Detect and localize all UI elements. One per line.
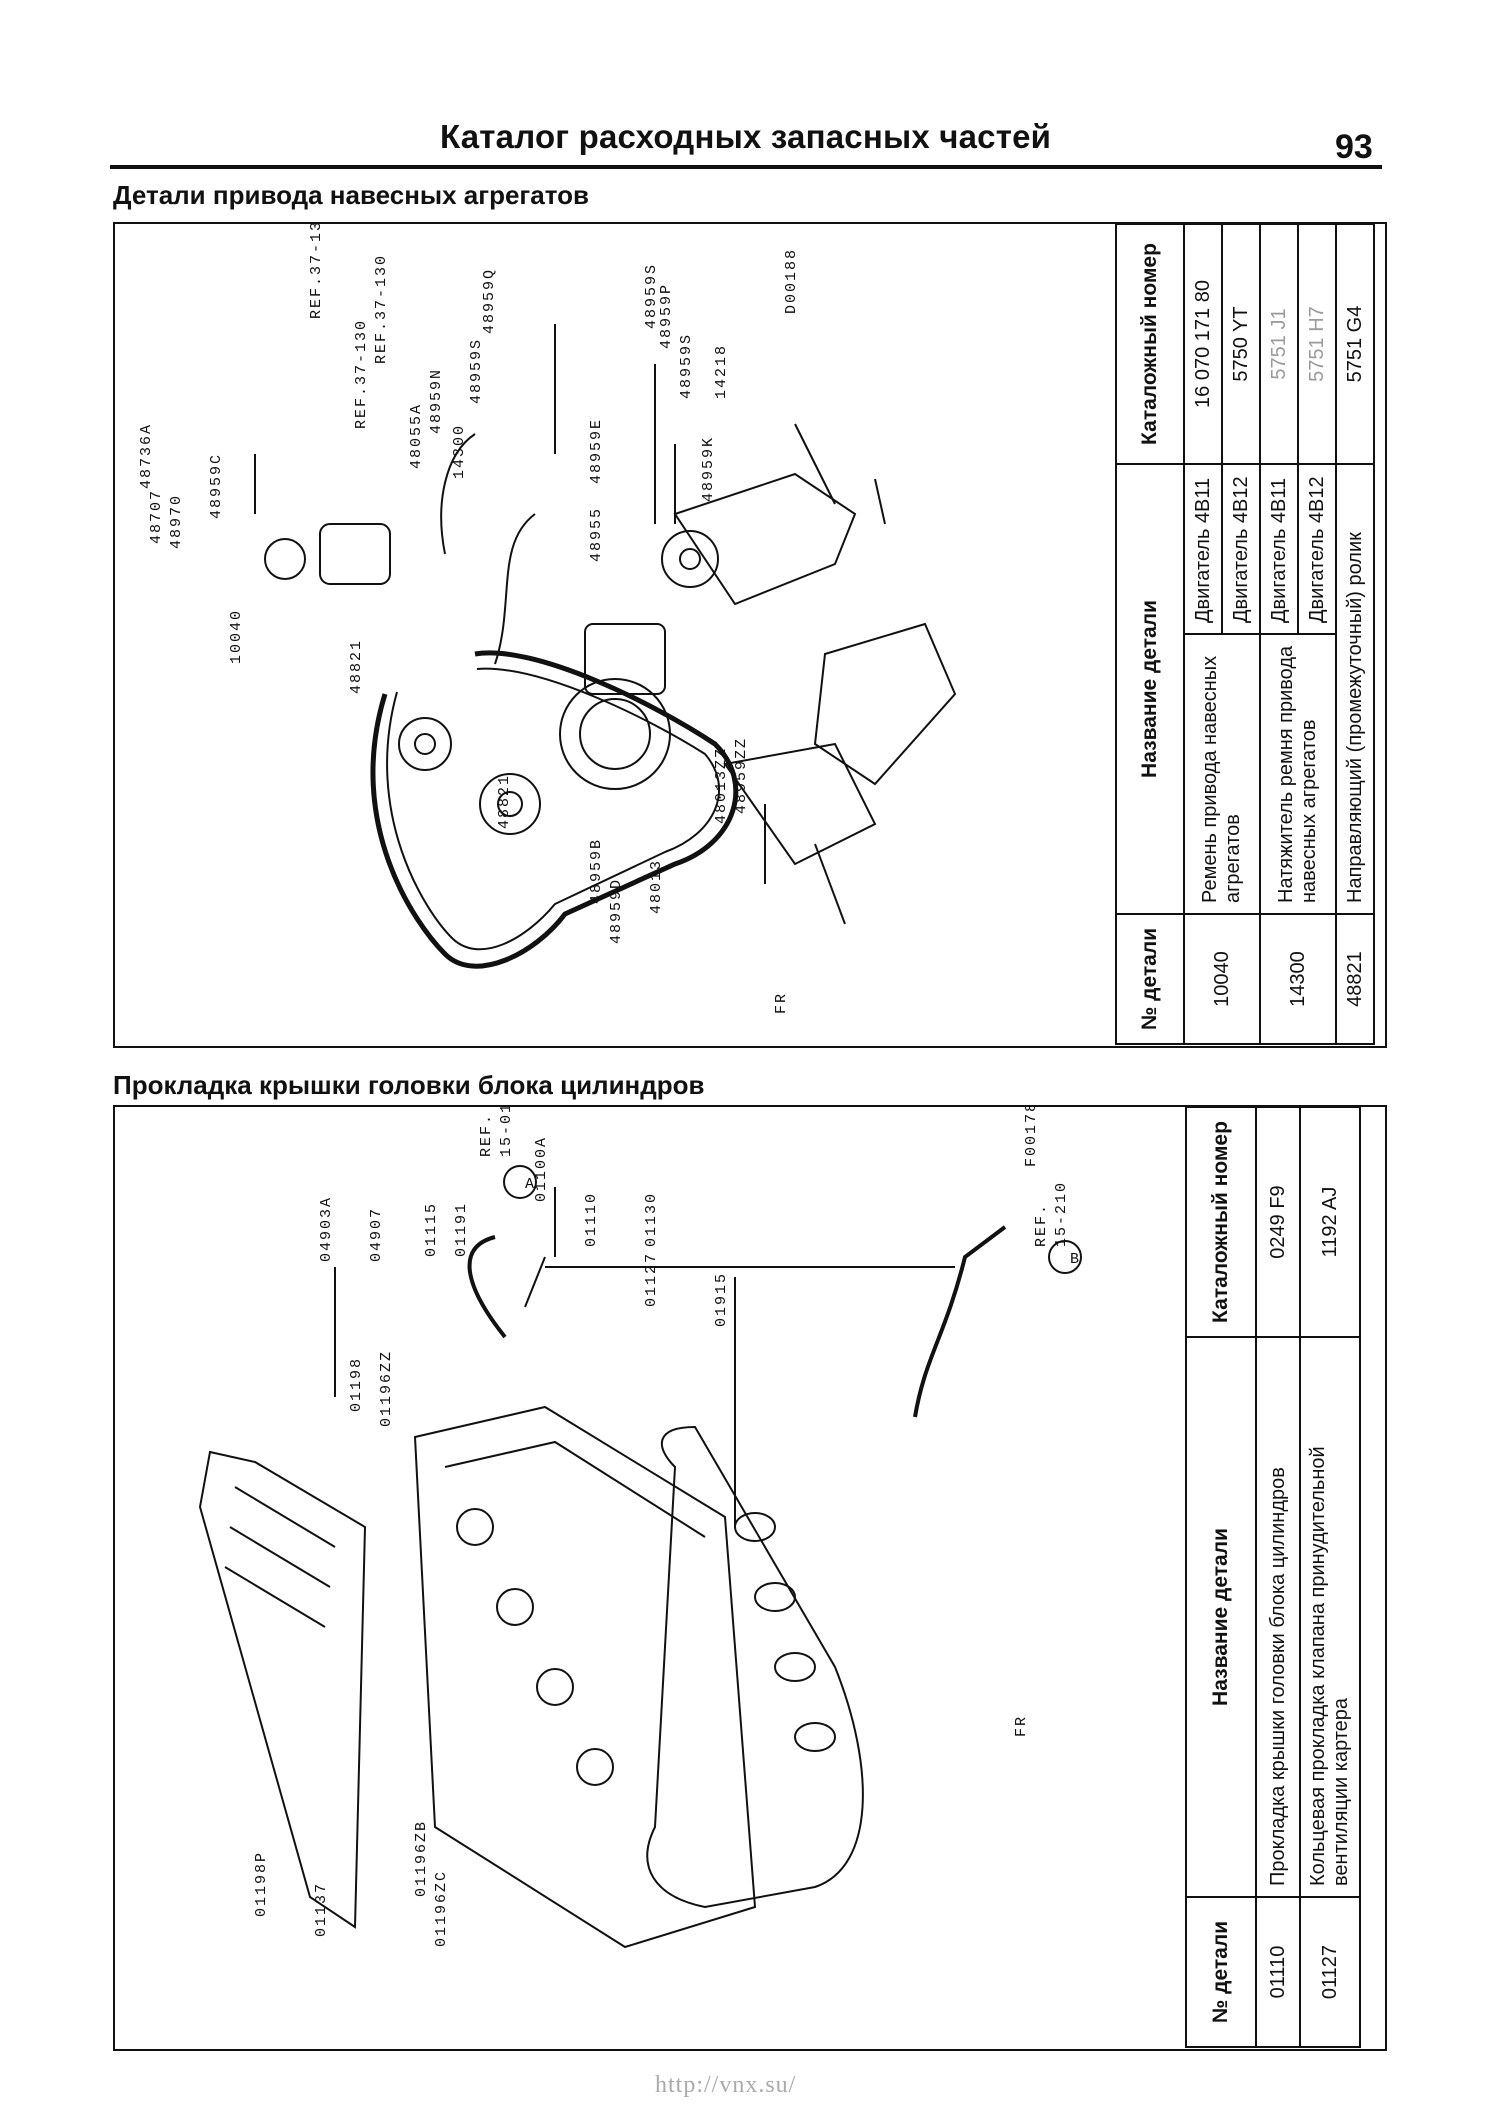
svg-text:D00188: D00188 xyxy=(783,248,800,314)
accessory-drive-table: № детали Название детали Каталожный номе… xyxy=(1115,223,1375,1045)
col-part-no: № детали xyxy=(1116,914,1184,1044)
svg-text:REF.37-130: REF.37-130 xyxy=(308,224,325,319)
svg-text:48959D: 48959D xyxy=(608,878,625,944)
svg-text:FR: FR xyxy=(773,992,790,1014)
svg-text:REF.: REF. xyxy=(478,1113,495,1157)
svg-text:01100A: 01100A xyxy=(533,1136,550,1202)
engine-variant: Двигатель 4B11 xyxy=(1260,464,1298,634)
part-name: Ремень привода навесных агрегатов xyxy=(1184,634,1260,914)
svg-text:48959ZZ: 48959ZZ xyxy=(733,737,750,814)
svg-text:48821: 48821 xyxy=(496,774,513,829)
svg-text:01198P: 01198P xyxy=(253,1851,270,1917)
svg-text:48959Q: 48959Q xyxy=(481,268,498,334)
svg-text:48013ZZ: 48013ZZ xyxy=(713,747,730,824)
accessory-drive-diagram: 48736A 48707 48970 48959C 10040 48821 48… xyxy=(138,224,957,1014)
svg-text:01137: 01137 xyxy=(313,1882,330,1937)
part-no: 01127 xyxy=(1300,1897,1360,2047)
catalog-no: 5751 H7 xyxy=(1298,224,1336,464)
svg-text:48959S: 48959S xyxy=(678,333,695,399)
svg-text:01130: 01130 xyxy=(643,1192,660,1247)
col-part-name: Название детали xyxy=(1186,1337,1256,1897)
catalog-no: 5751 G4 xyxy=(1336,224,1374,464)
svg-text:04903A: 04903A xyxy=(318,1196,335,1262)
svg-text:48959C: 48959C xyxy=(208,453,225,519)
engine-variant: Двигатель 4B11 xyxy=(1184,464,1222,634)
catalog-no: 16 070 171 80 xyxy=(1184,224,1222,464)
section-title-accessory-drive: Детали привода навесных агрегатов xyxy=(113,180,589,210)
part-no: 01110 xyxy=(1256,1897,1300,2047)
svg-text:REF.37-130: REF.37-130 xyxy=(353,319,370,429)
part-name: Кольцевая прокладка клапана принудительн… xyxy=(1300,1337,1360,1897)
col-part-no: № детали xyxy=(1186,1897,1256,2047)
svg-text:01196ZZ: 01196ZZ xyxy=(378,1350,395,1427)
svg-text:B: B xyxy=(1070,1251,1081,1268)
svg-text:01915: 01915 xyxy=(713,1272,730,1327)
page-header-title: Каталог расходных запасных частей xyxy=(440,118,1052,155)
svg-text:15-210: 15-210 xyxy=(1053,1181,1070,1247)
part-name: Прокладка крышки головки блока цилиндров xyxy=(1256,1337,1300,1897)
svg-text:01196ZC: 01196ZC xyxy=(433,1870,450,1947)
part-no: 48821 xyxy=(1336,914,1374,1044)
part-no: 10040 xyxy=(1184,914,1260,1044)
svg-text:48959P: 48959P xyxy=(658,283,675,349)
svg-text:REF.37-130: REF.37-130 xyxy=(373,254,390,364)
svg-text:01115: 01115 xyxy=(423,1202,440,1257)
svg-text:48955: 48955 xyxy=(588,507,605,562)
svg-text:48959S: 48959S xyxy=(468,338,485,404)
svg-text:A: A xyxy=(525,1176,536,1193)
svg-text:48959E: 48959E xyxy=(588,418,605,484)
col-part-name: Название детали xyxy=(1116,464,1184,914)
svg-text:01198: 01198 xyxy=(348,1357,365,1412)
part-name: Натяжитель ремня привода навесных агрега… xyxy=(1260,634,1336,914)
svg-text:48055A: 48055A xyxy=(408,403,425,469)
svg-text:48959N: 48959N xyxy=(428,368,445,434)
footer-url: http://vnx.su/ xyxy=(655,2072,797,2098)
valve-cover-table-wrapper: № детали Название детали Каталожный номе… xyxy=(1185,1106,1361,2048)
svg-text:04907: 04907 xyxy=(368,1207,385,1262)
section-title-valve-cover-gasket: Прокладка крышки головки блока цилиндров xyxy=(113,1070,705,1100)
catalog-no: 5751 J1 xyxy=(1260,224,1298,464)
svg-text:14300: 14300 xyxy=(451,424,468,479)
valve-cover-labels: 04903A 04907 01115 01191 REF. 15-010 A 0… xyxy=(253,1107,1081,1947)
engine-variant: Двигатель 4B12 xyxy=(1222,464,1260,634)
accessory-drive-frame xyxy=(113,222,1387,1048)
accessory-drive-labels: 48736A 48707 48970 48959C 10040 48821 48… xyxy=(138,224,800,1014)
svg-text:48959B: 48959B xyxy=(588,838,605,904)
svg-text:REF.: REF. xyxy=(1033,1203,1050,1247)
svg-text:48736A: 48736A xyxy=(138,423,155,489)
valve-cover-diagram: 04903A 04907 01115 01191 REF. 15-010 A 0… xyxy=(198,1107,1082,1949)
accessory-drive-table-wrapper: № детали Название детали Каталожный номе… xyxy=(1115,223,1375,1045)
header-rule xyxy=(110,165,1382,169)
svg-text:48821: 48821 xyxy=(348,639,365,694)
svg-text:01110: 01110 xyxy=(583,1192,600,1247)
svg-text:48013: 48013 xyxy=(648,859,665,914)
svg-text:F00178: F00178 xyxy=(1023,1107,1040,1167)
svg-text:01196ZB: 01196ZB xyxy=(413,1820,430,1897)
svg-text:FR: FR xyxy=(1013,1715,1030,1737)
svg-text:48959S: 48959S xyxy=(643,263,660,329)
catalog-no: 0249 F9 xyxy=(1256,1107,1300,1337)
valve-cover-table: № детали Название детали Каталожный номе… xyxy=(1185,1106,1361,2048)
svg-text:01127: 01127 xyxy=(643,1252,660,1307)
svg-text:48970: 48970 xyxy=(168,494,185,549)
valve-cover-frame xyxy=(113,1105,1387,2051)
catalog-no: 1192 AJ xyxy=(1300,1107,1360,1337)
part-no: 14300 xyxy=(1260,914,1336,1044)
engine-variant: Двигатель 4B12 xyxy=(1298,464,1336,634)
col-catalog-no: Каталожный номер xyxy=(1116,224,1184,464)
page-number: 93 xyxy=(1335,128,1373,166)
svg-text:48959K: 48959K xyxy=(700,436,717,502)
part-name: Направляющий (промежуточный) ролик xyxy=(1336,464,1374,914)
svg-text:15-010: 15-010 xyxy=(498,1107,515,1157)
catalog-no: 5750 YT xyxy=(1222,224,1260,464)
svg-text:01191: 01191 xyxy=(453,1202,470,1257)
svg-text:48707: 48707 xyxy=(148,489,165,544)
svg-text:14218: 14218 xyxy=(713,344,730,399)
col-catalog-no: Каталожный номер xyxy=(1186,1107,1256,1337)
svg-text:10040: 10040 xyxy=(228,609,245,664)
